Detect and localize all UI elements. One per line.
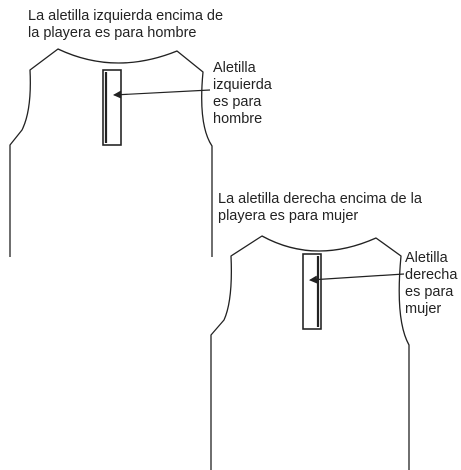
left-placket-label: Aletilla izquierda es para hombre <box>213 60 272 128</box>
right-placket-label-line-3: es para <box>405 284 454 300</box>
mens-shirt <box>9 48 213 257</box>
mens-shirt-caption: La aletilla izquierda encima de la playe… <box>28 8 223 42</box>
womens-shirt-caption-line-1: La aletilla derecha encima de la <box>218 191 422 207</box>
left-placket-label-line-4: hombre <box>213 111 263 127</box>
mens-shirt-outline <box>9 48 213 257</box>
mens-shirt-caption-line-1: La aletilla izquierda encima de <box>28 8 224 24</box>
right-placket-label-line-1: Aletilla <box>405 250 448 266</box>
mens-pointer-arrow <box>113 89 211 99</box>
womens-pointer-arrow <box>309 273 405 284</box>
right-placket-label: Aletilla derecha es para mujer <box>405 250 457 318</box>
left-placket-label-line-2: izquierda <box>213 77 272 93</box>
womens-shirt-caption-line-2: playera es para mujer <box>218 208 359 224</box>
left-placket-label-line-3: es para <box>213 94 262 110</box>
womens-shirt-outline <box>210 235 410 470</box>
mens-shirt-caption-line-2: la playera es para hombre <box>28 25 197 41</box>
womens-right-placket <box>302 253 322 330</box>
left-placket-label-line-1: Aletilla <box>213 60 256 76</box>
womens-shirt <box>210 235 410 470</box>
right-placket-label-line-2: derecha <box>405 267 458 283</box>
womens-shirt-caption: La aletilla derecha encima de la playera… <box>218 191 422 225</box>
right-placket-label-line-4: mujer <box>405 301 442 317</box>
mens-left-placket <box>102 69 122 146</box>
